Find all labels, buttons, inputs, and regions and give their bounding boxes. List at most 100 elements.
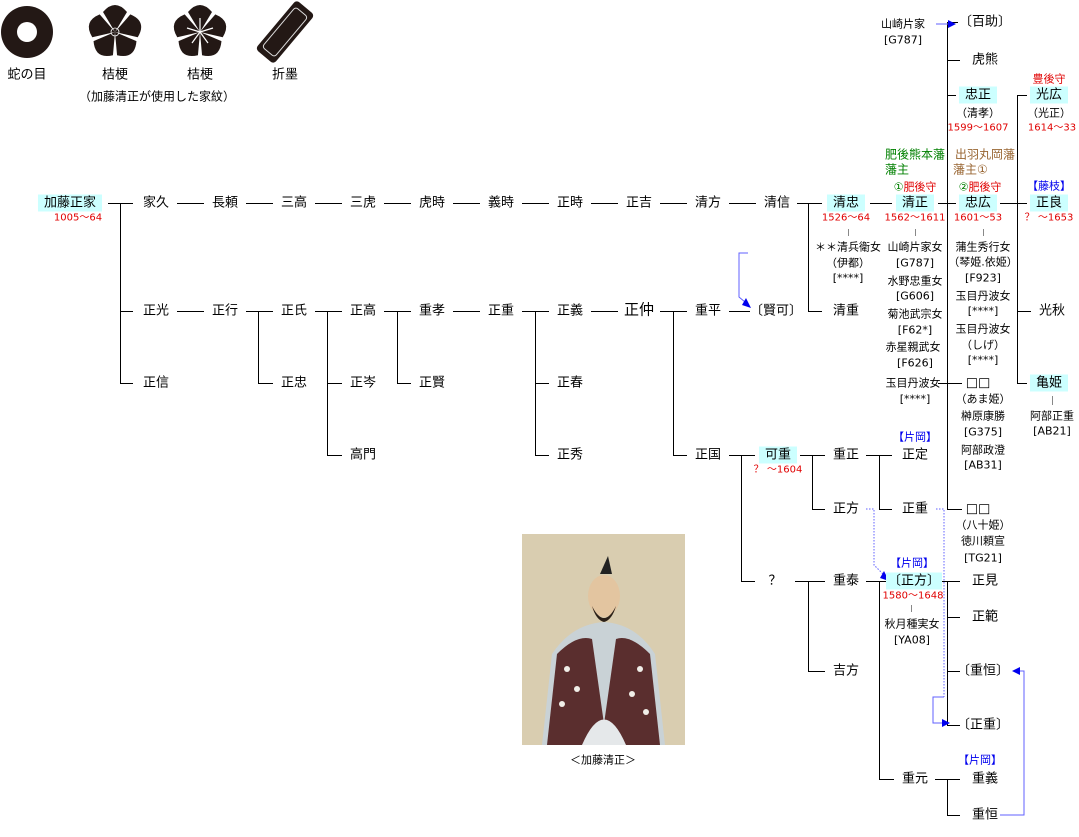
spouse: [F62*] xyxy=(897,323,933,337)
domain-label: 藩主① xyxy=(953,162,988,177)
person: 虎熊 xyxy=(971,52,999,68)
spouse: [****] xyxy=(899,392,931,406)
spouse: 阿部正重 xyxy=(1030,409,1074,423)
house-label: 【片岡】 xyxy=(958,753,1002,767)
spouse: [AB21] xyxy=(1033,424,1071,438)
person: 正賢 xyxy=(418,375,446,391)
spouse: 菊池武宗女 xyxy=(887,307,943,321)
person: 正方 xyxy=(832,501,860,517)
person: 正秀 xyxy=(556,447,584,463)
person-yoshishige: 可重 xyxy=(758,446,798,464)
person: 正仲 xyxy=(623,300,655,319)
person: 高門 xyxy=(349,447,377,463)
person: 正範 xyxy=(971,609,999,625)
person: 正春 xyxy=(556,375,584,391)
person: 正忠 xyxy=(280,375,308,391)
emblem-label: 桔梗 xyxy=(101,67,129,83)
code: [G787] xyxy=(883,33,923,47)
arrow-icon xyxy=(942,719,950,727)
title: 肥後守 xyxy=(903,180,937,194)
dates: 1599〜1607 xyxy=(947,122,1009,134)
alias: （あま姫） xyxy=(955,392,1011,406)
alias: （光正） xyxy=(1027,106,1071,120)
janome-crest-icon xyxy=(1,6,53,58)
person: 正定 xyxy=(901,447,929,463)
spouse: [TG21] xyxy=(964,551,1002,565)
person: 重元 xyxy=(901,771,929,787)
person: 義時 xyxy=(487,195,515,211)
spouse: [G375] xyxy=(963,425,1003,439)
domain-label: 出羽丸岡藩 xyxy=(954,147,1016,162)
house-label: 【片岡】 xyxy=(890,556,934,570)
person-yamazaki: 山崎片家 xyxy=(881,17,925,31)
spouse: 水野忠重女 xyxy=(887,274,943,288)
person: □□ xyxy=(965,501,991,517)
person-masaie: 加藤正家 xyxy=(37,194,103,212)
domain-label: 肥後熊本藩 xyxy=(884,147,946,162)
person-kiyotada: 清忠 xyxy=(826,194,866,212)
kikyo-crest-icon xyxy=(85,5,145,61)
person: 正光 xyxy=(142,303,170,319)
person: 清信 xyxy=(763,195,791,211)
person: 重平 xyxy=(694,303,722,319)
spouse: 山崎片家女 xyxy=(887,240,943,254)
person: 正氏 xyxy=(280,303,308,319)
person: 重恒 xyxy=(971,807,999,823)
person: 光秋 xyxy=(1038,303,1066,319)
person: 〔百助〕 xyxy=(958,14,1012,30)
person: 三高 xyxy=(280,195,308,211)
alias: （清孝） xyxy=(956,106,1000,120)
dates: ？ 〜1604 xyxy=(753,464,803,476)
house-label: 【片岡】 xyxy=(893,430,937,444)
spouse: [YA08] xyxy=(894,633,930,647)
person: 虎時 xyxy=(418,195,446,211)
alias: （八十姫） xyxy=(955,518,1011,532)
person: 重泰 xyxy=(832,573,860,589)
emblem-label: 桔梗 xyxy=(186,67,214,83)
arrow-icon xyxy=(742,298,751,308)
person-masayoshi: 正良 xyxy=(1029,194,1069,212)
person: 正吉 xyxy=(625,195,653,211)
spouse: 玉目丹波女 xyxy=(885,376,941,390)
spouse: 玉目丹波女 xyxy=(955,322,1011,336)
emblem-caption: （加藤清正が使用した家紋） xyxy=(78,89,236,104)
portrait-caption: ＜加藤清正＞ xyxy=(570,753,636,767)
orizumi-crest-icon xyxy=(256,1,314,63)
spouse: 徳川頼宣 xyxy=(961,534,1005,548)
person-kiyomasa: 清正 xyxy=(895,194,935,212)
emblem-label: 折墨 xyxy=(271,67,299,83)
emblem-label: 蛇の目 xyxy=(7,67,47,83)
person: 重孝 xyxy=(418,303,446,319)
person: 正時 xyxy=(556,195,584,211)
spouse: 榊原康勝 xyxy=(961,409,1005,423)
person: 正重 xyxy=(901,501,929,517)
spouse: （琴姫.依姫） xyxy=(948,255,1018,269)
dates: 1580〜1648 xyxy=(882,590,944,602)
person: 〔正重〕 xyxy=(956,717,1010,733)
person: □□ xyxy=(965,375,991,391)
person: 清方 xyxy=(694,195,722,211)
spouse: 蒲生秀行女 xyxy=(955,240,1011,254)
person: 正行 xyxy=(211,303,239,319)
kikyo-crest-icon xyxy=(170,5,230,61)
dates: ？ 〜1653 xyxy=(1024,212,1074,224)
spouse: 阿部政澄 xyxy=(961,443,1005,457)
person-kamehime: 亀姫 xyxy=(1029,374,1069,392)
spouse: 秋月種実女 xyxy=(884,617,940,631)
spouse: [****] xyxy=(967,304,999,318)
dates: 1562〜1611 xyxy=(884,212,946,224)
number: ① xyxy=(893,180,904,194)
spouse: [****] xyxy=(832,271,864,285)
person: 正高 xyxy=(349,303,377,319)
spouse: （しげ） xyxy=(961,338,1005,352)
spouse: ＊＊清兵衛女 xyxy=(815,240,881,254)
person: 正重 xyxy=(487,303,515,319)
person: 正見 xyxy=(971,573,999,589)
person: 吉方 xyxy=(832,663,860,679)
person: 清重 xyxy=(832,303,860,319)
person: 長頼 xyxy=(211,195,239,211)
person-masakata: 〔正方〕 xyxy=(885,572,943,590)
person: 正国 xyxy=(694,447,722,463)
person: 正岑 xyxy=(349,375,377,391)
